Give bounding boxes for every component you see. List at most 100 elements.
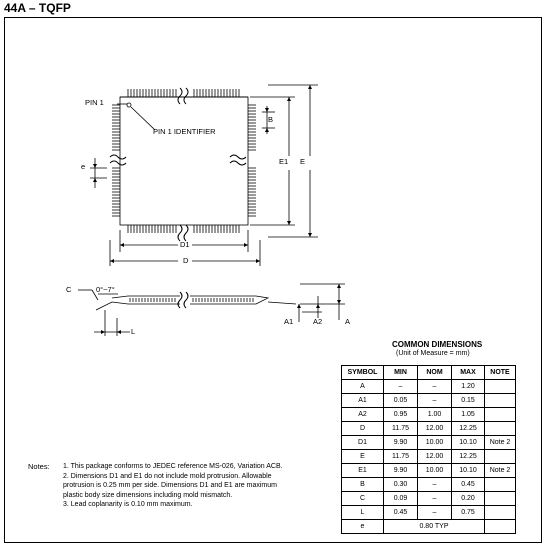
common-dimensions-subtitle: (Unit of Measure = mm) [396,350,470,357]
cell-nom: – [417,505,452,520]
common-dimensions-table: SYMBOL MIN NOM MAX NOTE A – – 1.20 A1 0.… [341,365,516,534]
table-row: B 0.30 – 0.45 [341,477,516,492]
notes-heading: Notes: [28,462,50,471]
cell-min: 0.45 [383,505,418,520]
cell-min: 0.30 [383,477,418,492]
header-max: MAX [451,365,485,380]
cell-symbol: A [341,379,384,394]
table-row-pitch: e 0.80 TYP [341,519,516,534]
cell-nom: 10.00 [417,463,452,478]
label-pin1-identifier: PIN 1 IDENTIFIER [153,127,216,136]
cell-nom: 12.00 [417,421,452,436]
cell-symbol: D [341,421,384,436]
cell-nom: 10.00 [417,435,452,450]
cell-min: 11.75 [383,449,418,464]
cell-note [484,505,516,520]
cell-max: 0.75 [451,505,485,520]
cell-nom: – [417,477,452,492]
label-b: B [268,115,274,124]
cell-note: Note 2 [484,463,516,478]
package-body [119,96,249,226]
label-angle: 0°~7° [96,285,115,294]
cell-symbol: E [341,449,384,464]
break-mark-top [177,87,189,105]
drawing-frame [4,17,542,543]
cell-max: 12.25 [451,421,485,436]
note-line: 3. Lead coplanarity is 0.10 mm maximum. [63,501,193,508]
note-line: plastic body size dimensions including m… [63,491,233,499]
table-row: L 0.45 – 0.75 [341,505,516,520]
side-view-body [111,295,270,305]
table-row: A1 0.05 – 0.15 [341,393,516,408]
cell-symbol: C [341,491,384,506]
break-mark-left [109,154,127,166]
cell-nom: 12.00 [417,449,452,464]
lead-group-left [112,104,120,217]
cell-min: 0.05 [383,393,418,408]
page-title: 44A – TQFP [4,1,71,15]
label-a2: A2 [313,317,323,326]
label-l: L [131,327,136,336]
table-row: A2 0.95 1.00 1.05 [341,407,516,422]
cell-note [484,449,516,464]
cell-max: 12.25 [451,449,485,464]
header-min: MIN [383,365,418,380]
table-row: D1 9.90 10.00 10.10 Note 2 [341,435,516,450]
cell-max: 0.20 [451,491,485,506]
table-row: D 11.75 12.00 12.25 [341,421,516,436]
pin1-identifier-dot [126,102,132,108]
break-mark-right [229,154,247,166]
note-line: 2. Dimensions D1 and E1 do not include m… [63,472,272,480]
label-e1: E1 [279,157,289,166]
cell-max: 1.05 [451,407,485,422]
cell-max: 0.45 [451,477,485,492]
note-line: protrusion is 0.25 mm per side. Dimensio… [63,482,277,489]
cell-min: – [383,379,418,394]
cell-min: 0.09 [383,491,418,506]
cell-min: 9.90 [383,463,418,478]
label-d1: D1 [180,240,190,249]
cell-typ-value: 0.80 TYP [383,519,485,534]
cell-nom: – [417,379,452,394]
break-mark-bottom [177,224,189,242]
label-e: E [300,157,306,166]
cell-note [484,421,516,436]
table-row: E 11.75 12.00 12.25 [341,449,516,464]
cell-symbol: A2 [341,407,384,422]
cell-max: 10.10 [451,435,485,450]
cell-nom: – [417,491,452,506]
note-line: 1. This package conforms to JEDEC refere… [63,463,283,470]
table-header-row: SYMBOL MIN NOM MAX NOTE [341,365,516,380]
cell-symbol: D1 [341,435,384,450]
cell-note [484,477,516,492]
cell-note [484,393,516,408]
cell-symbol: E1 [341,463,384,478]
table-row: C 0.09 – 0.20 [341,491,516,506]
label-c: C [66,285,72,294]
label-a: A [345,317,351,326]
lead-group-bottom [127,225,240,233]
header-nom: NOM [417,365,452,380]
label-a1: A1 [284,317,294,326]
lead-group-top [127,89,240,97]
header-note: NOTE [484,365,516,380]
cell-min: 9.90 [383,435,418,450]
header-symbol: SYMBOL [341,365,384,380]
lead-group-right [248,104,256,217]
cell-min: 0.95 [383,407,418,422]
cell-nom: 1.00 [417,407,452,422]
cell-note [484,491,516,506]
label-e-pitch: e [81,162,86,171]
cell-note [484,519,516,534]
table-row: A – – 1.20 [341,379,516,394]
common-dimensions-title: COMMON DIMENSIONS [392,340,483,349]
label-d: D [183,256,189,265]
cell-symbol: A1 [341,393,384,408]
cell-symbol: L [341,505,384,520]
label-pin1: PIN 1 [85,98,104,107]
cell-note [484,379,516,394]
table-row: E1 9.90 10.00 10.10 Note 2 [341,463,516,478]
cell-nom: – [417,393,452,408]
cell-note: Note 2 [484,435,516,450]
